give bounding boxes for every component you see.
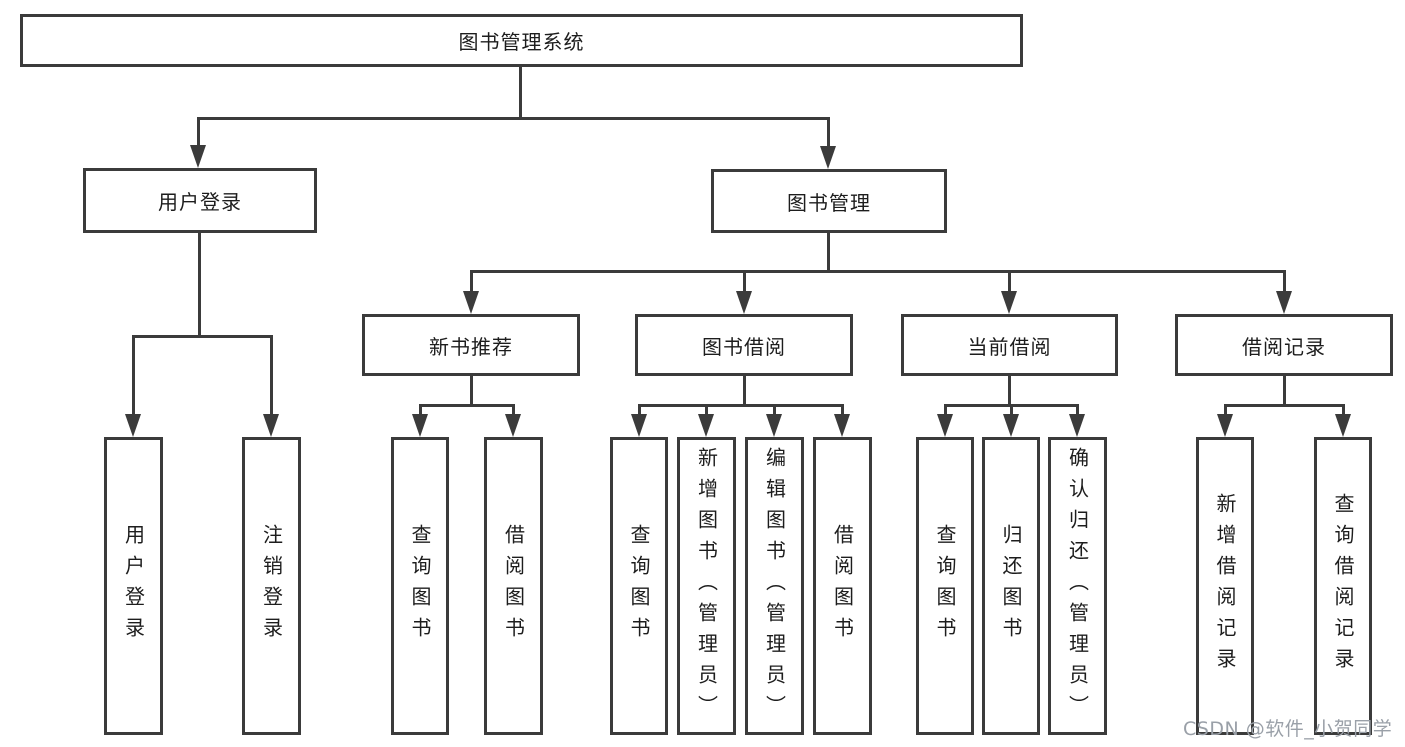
connector-line [470, 270, 1286, 273]
arrowhead-icon [820, 146, 836, 169]
connector-line [1283, 376, 1286, 406]
node-label: 图书借阅 [702, 334, 786, 359]
arrowhead-icon [1001, 291, 1017, 314]
connector-line [197, 117, 830, 120]
connector-line [419, 404, 422, 418]
connector-line [1283, 270, 1286, 294]
connector-line [638, 404, 641, 418]
arrowhead-icon [736, 291, 752, 314]
connector-line [743, 270, 746, 294]
node-label: 用户登录 [121, 524, 146, 648]
node-query-books-current: 查询图书 [916, 437, 974, 735]
node-return-books: 归还图书 [982, 437, 1040, 735]
connector-line [827, 233, 830, 272]
node-label: 查询图书 [408, 524, 432, 648]
node-borrowing-records: 借阅记录 [1175, 314, 1393, 376]
connector-line [773, 404, 776, 418]
node-book-borrowing: 图书借阅 [635, 314, 853, 376]
connector-line [1224, 404, 1344, 407]
connector-line [132, 335, 273, 338]
connector-line [1010, 404, 1013, 418]
arrowhead-icon [463, 291, 479, 314]
connector-line [1224, 404, 1227, 418]
node-book-management: 图书管理 [711, 169, 947, 233]
arrowhead-icon [1003, 414, 1019, 437]
connector-line [841, 404, 844, 418]
arrowhead-icon [263, 414, 279, 437]
node-label: 借阅图书 [501, 524, 526, 648]
connector-line [944, 404, 947, 418]
node-user-login-group: 用户登录 [83, 168, 317, 233]
connector-line [198, 233, 201, 335]
arrowhead-icon [766, 414, 782, 437]
node-query-borrow-record: 查询借阅记录 [1314, 437, 1372, 735]
connector-line [638, 404, 844, 407]
connector-line [1076, 404, 1079, 418]
node-query-books-borrowing: 查询图书 [610, 437, 668, 735]
connector-line [470, 376, 473, 406]
node-root: 图书管理系统 [20, 14, 1023, 67]
connector-line [270, 335, 273, 417]
node-label: 借阅图书 [830, 524, 855, 648]
connector-line [1008, 270, 1011, 294]
node-new-book-recommendation: 新书推荐 [362, 314, 580, 376]
node-add-borrow-record: 新增借阅记录 [1196, 437, 1254, 735]
arrowhead-icon [631, 414, 647, 437]
node-user-login: 用户登录 [104, 437, 163, 735]
watermark: CSDN @软件_小贺同学 [1183, 718, 1393, 740]
node-label: 归还图书 [999, 524, 1023, 648]
node-add-books-admin: 新增图书（管理员） [677, 437, 736, 735]
arrowhead-icon [125, 414, 141, 437]
node-label: 查询图书 [933, 524, 957, 648]
node-label: 查询图书 [627, 524, 651, 648]
node-label: 新增借阅记录 [1213, 493, 1237, 679]
node-label: 用户登录 [158, 190, 242, 214]
arrowhead-icon [505, 414, 521, 437]
arrowhead-icon [937, 414, 953, 437]
node-edit-books-admin: 编辑图书（管理员） [745, 437, 804, 735]
connector-line [132, 335, 135, 417]
node-current-borrowing: 当前借阅 [901, 314, 1118, 376]
arrowhead-icon [412, 414, 428, 437]
arrowhead-icon [1217, 414, 1233, 437]
node-label: 新书推荐 [429, 334, 513, 359]
node-borrow-books-recommend: 借阅图书 [484, 437, 543, 735]
arrowhead-icon [698, 414, 714, 437]
node-label: 查询借阅记录 [1331, 493, 1355, 679]
node-label: 编辑图书（管理员） [762, 446, 787, 726]
node-label: 注销登录 [259, 524, 284, 648]
arrowhead-icon [190, 145, 206, 168]
arrowhead-icon [1276, 291, 1292, 314]
node-label: 当前借阅 [967, 334, 1052, 359]
connector-line [197, 117, 200, 147]
node-logout: 注销登录 [242, 437, 301, 735]
node-label: 图书管理系统 [458, 30, 585, 54]
arrowhead-icon [1069, 414, 1085, 437]
connector-line [743, 376, 746, 406]
arrowhead-icon [1335, 414, 1351, 437]
node-query-books-recommend: 查询图书 [391, 437, 449, 735]
node-label: 借阅记录 [1242, 334, 1326, 359]
arrowhead-icon [834, 414, 850, 437]
connector-line [419, 404, 515, 407]
node-label: 确认归还（管理员） [1065, 446, 1090, 726]
node-label: 图书管理 [787, 190, 871, 215]
connector-line [512, 404, 515, 418]
connector-line [470, 270, 473, 294]
node-confirm-return-admin: 确认归还（管理员） [1048, 437, 1107, 735]
connector-line [1008, 376, 1011, 406]
node-label: 新增图书（管理员） [694, 446, 719, 726]
connector-line [705, 404, 708, 418]
node-borrow-books-borrowing: 借阅图书 [813, 437, 872, 735]
connector-line [519, 66, 522, 117]
connector-line [1342, 404, 1345, 418]
connector-line [827, 117, 830, 147]
